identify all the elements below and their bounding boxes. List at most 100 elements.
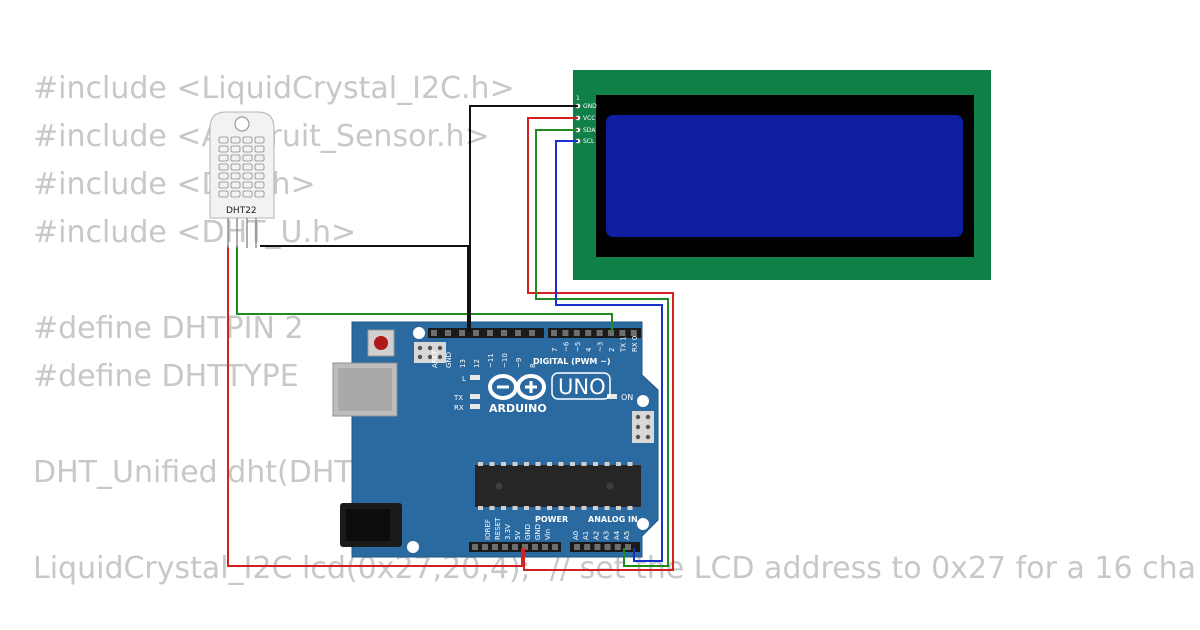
uno-badge (551, 372, 611, 400)
pin-hole (487, 330, 493, 336)
grille-slot (218, 181, 229, 189)
uno-label: UNO (558, 375, 606, 399)
grille-slot (218, 190, 229, 198)
wire-lcd-vcc[interactable] (523, 117, 674, 571)
wire-lcd-scl-a5[interactable] (555, 140, 663, 562)
wire-dht-data-d2[interactable] (236, 246, 613, 332)
pin-label: ~10 (501, 353, 509, 368)
pin-hole (532, 544, 538, 550)
pin-label: A4 (613, 530, 621, 540)
wire-lcd-sda-a4[interactable] (535, 129, 669, 567)
pin-label: A1 (582, 531, 590, 540)
wire-dht-gnd[interactable] (260, 245, 469, 332)
code-line-5: #define DHTPIN 2 (33, 311, 304, 346)
wire-lcd-gnd[interactable] (469, 105, 578, 332)
tx-led (470, 394, 480, 399)
grille-slot (230, 190, 241, 198)
lcd-pin-label-gnd: GND (583, 103, 597, 110)
pin-label: TX 1 (619, 336, 627, 353)
pin-hole (596, 330, 603, 336)
pin-hole (502, 544, 508, 550)
grille-slot (230, 163, 241, 171)
grille-slot (254, 136, 265, 144)
grille-slot (218, 154, 229, 162)
grille-slot (230, 136, 241, 144)
dht22-legs (227, 218, 257, 248)
grille-slot (242, 145, 253, 153)
grille-slot (242, 181, 253, 189)
pin-label: 12 (473, 359, 481, 368)
mount-hole-4 (407, 541, 419, 553)
pin-hole (594, 544, 601, 550)
grille-slot (218, 172, 229, 180)
pin-label: RESET (494, 517, 502, 540)
pin-label: 2 (608, 348, 616, 352)
grille-slot (230, 181, 241, 189)
analog-label: ANALOG IN (588, 515, 638, 524)
pin-hole (552, 544, 558, 550)
pin-label: A2 (592, 531, 600, 540)
grille-slot (218, 163, 229, 171)
digital-label: DIGITAL (PWM ~) (533, 357, 611, 366)
reset-button-cap (374, 336, 388, 350)
pin-label: 5V (514, 531, 522, 540)
lcd-pin-label-scl: SCL (583, 138, 595, 145)
dht22-body (209, 111, 275, 219)
grille-slot (230, 145, 241, 153)
pin-label: RX 0 (631, 336, 639, 352)
l-led (470, 375, 480, 380)
dht22-sensor[interactable]: DHT22 (209, 111, 275, 248)
digital-header-right[interactable] (548, 328, 641, 338)
tx-led-label: TX (453, 394, 463, 402)
grille-slot (218, 136, 229, 144)
pin-hole (574, 544, 580, 550)
code-line-7: DHT_Unified dht(DHT (33, 455, 353, 490)
grille-slot (254, 154, 265, 162)
rx-led (470, 404, 480, 409)
pin-label: ~9 (515, 358, 523, 368)
grille-slot (254, 163, 265, 171)
power-label: POWER (535, 515, 568, 524)
pin-hole (625, 544, 631, 550)
pin-label: GND (524, 524, 532, 540)
pin-label: 7 (551, 348, 559, 352)
pin-hole (482, 544, 488, 550)
digital-header-left[interactable] (428, 328, 544, 338)
code-line-1: #include <LiquidCrystal_I2C.h> (33, 71, 515, 106)
pin-hole (492, 544, 498, 550)
pin-label: A3 (603, 531, 611, 540)
pin-hole (619, 330, 626, 336)
code-line-8: LiquidCrystal_I2C lcd(0x27,20,4); // set… (33, 551, 1196, 586)
lcd-screen (606, 115, 963, 237)
wire-dht-vcc-5v[interactable] (227, 246, 523, 567)
pin-label: 4 (585, 347, 593, 352)
mount-hole-3 (637, 518, 649, 530)
on-led-label: ON (621, 393, 633, 402)
lcd-module[interactable]: 1 GND VCC SDA SCL (573, 70, 991, 280)
arduino-brand-label: ARDUINO (489, 402, 547, 415)
pin-hole (630, 330, 637, 336)
code-line-4: #include <DHT_U.h> (33, 215, 357, 250)
atmega-chip (475, 462, 641, 510)
pin-label: 3.3V (504, 524, 512, 540)
pin-hole (608, 330, 614, 336)
pin-hole (551, 330, 557, 336)
pin-label: GND (534, 524, 542, 540)
grille-slot (254, 145, 265, 153)
grille-slot (230, 154, 241, 162)
pin-label: GND (445, 352, 453, 368)
mount-hole-2 (637, 395, 649, 407)
grille-slot (218, 145, 229, 153)
pin-hole (585, 330, 592, 336)
arduino-logo-icon (488, 374, 546, 400)
pin-label: ~11 (487, 353, 495, 368)
pin-hole (529, 330, 535, 336)
wires (227, 105, 674, 571)
pin-label: ~3 (597, 342, 605, 352)
pin-hole (584, 544, 591, 550)
icsp-header-top (414, 342, 446, 363)
